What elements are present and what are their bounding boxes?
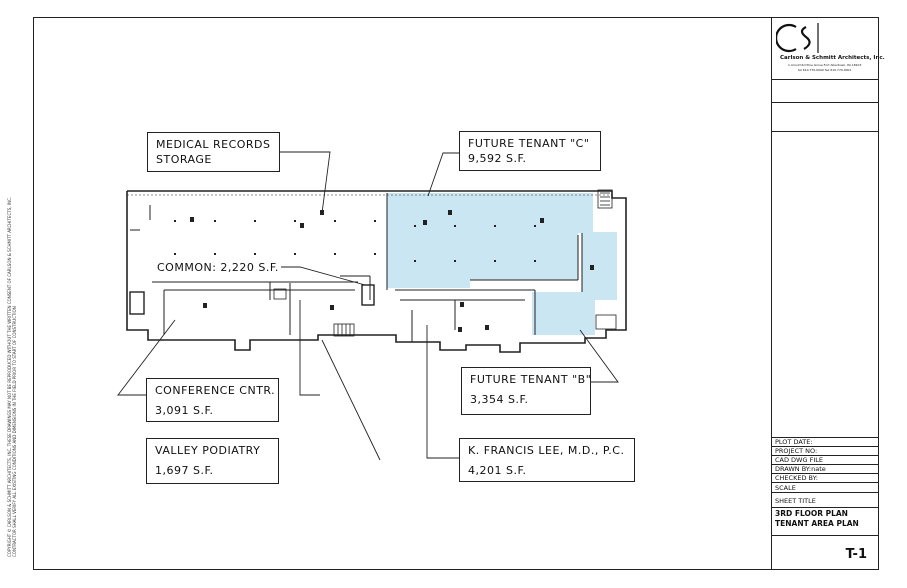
title-block-rule	[772, 102, 879, 103]
francis-lee-name: K. FRANCIS LEE, M.D., P.C.	[468, 444, 625, 457]
conference-center-label: CONFERENCE CNTR. 3,091 S.F.	[146, 378, 279, 422]
firm-address: 1 Arnold Rd Pine Grove Fort Allentown, P…	[788, 63, 862, 67]
medical-records-label: MEDICAL RECORDS STORAGE	[147, 132, 280, 172]
sheet-border	[33, 17, 879, 570]
sheet-title-line-2: TENANT AREA PLAN	[775, 519, 859, 528]
field-rule	[772, 535, 879, 536]
checked-by-field: CHECKED BY:	[775, 474, 818, 482]
field-rule	[772, 455, 879, 456]
valley-podiatry-label: VALLEY PODIATRY 1,697 S.F.	[146, 438, 279, 484]
future-tenant-b-area-text: 3,354 S.F.	[470, 393, 529, 406]
firm-name: Carlson & Schmitt Architects, Inc.	[780, 55, 885, 61]
field-rule	[772, 464, 879, 465]
leader-lines	[117, 151, 619, 461]
francis-lee-area: 4,201 S.F.	[468, 464, 527, 477]
francis-lee-label: K. FRANCIS LEE, M.D., P.C. 4,201 S.F.	[459, 438, 635, 482]
title-block-rule	[772, 79, 879, 80]
cad-file-field: CAD DWG FILE	[775, 456, 823, 464]
future-tenant-c-area	[387, 193, 593, 288]
field-rule	[772, 446, 879, 447]
title-block: Carlson & Schmitt Architects, Inc. 1 Arn…	[771, 17, 885, 570]
future-tenant-c-label: FUTURE TENANT "C" 9,592 S.F.	[459, 131, 601, 171]
valley-podiatry-name: VALLEY PODIATRY	[155, 444, 261, 457]
drawn-by-field: DRAWN BY:nate	[775, 465, 826, 473]
building-outline	[126, 190, 627, 353]
interior-walls	[130, 193, 583, 342]
common-area-text: COMMON: 2,220 S.F.	[157, 261, 279, 274]
firm-phone: tel 610.770.0000 fax 610.770.0001	[798, 68, 852, 72]
scale-field: SCALE	[775, 484, 796, 492]
conference-center-area: 3,091 S.F.	[155, 404, 214, 417]
valley-podiatry-area: 1,697 S.F.	[155, 464, 214, 477]
future-tenant-b-area	[532, 232, 617, 335]
future-tenant-c-area-text: 9,592 S.F.	[468, 152, 527, 165]
field-rule	[772, 473, 879, 474]
field-rule	[772, 482, 879, 483]
future-tenant-c-name: FUTURE TENANT "C"	[468, 137, 590, 150]
stair-core	[129, 189, 617, 337]
future-tenant-b-label: FUTURE TENANT "B" 3,354 S.F.	[461, 367, 591, 415]
cs-logo-mark	[776, 23, 819, 53]
plot-date-field: PLOT DATE:	[775, 438, 813, 446]
project-no-field: PROJECT NO:	[775, 447, 818, 455]
medical-records-sub: STORAGE	[156, 153, 212, 166]
medical-records-name: MEDICAL RECORDS	[156, 138, 271, 151]
common-label: COMMON: 2,220 S.F.	[155, 261, 281, 274]
title-block-rule	[772, 131, 879, 132]
field-rule	[772, 507, 879, 508]
firm-logo: Carlson & Schmitt Architects, Inc. 1 Arn…	[774, 19, 885, 79]
conference-center-name: CONFERENCE CNTR.	[155, 384, 276, 397]
future-tenant-b-name: FUTURE TENANT "B"	[470, 373, 592, 386]
sheet-number: T-1	[845, 547, 867, 562]
sheet-title: 3RD FLOOR PLAN TENANT AREA PLAN	[775, 509, 859, 529]
sheet-title-line-1: 3RD FLOOR PLAN	[775, 509, 848, 518]
title-block-rule	[772, 437, 879, 438]
field-rule	[772, 492, 879, 493]
sheet-title-label: SHEET TITLE	[775, 497, 816, 505]
